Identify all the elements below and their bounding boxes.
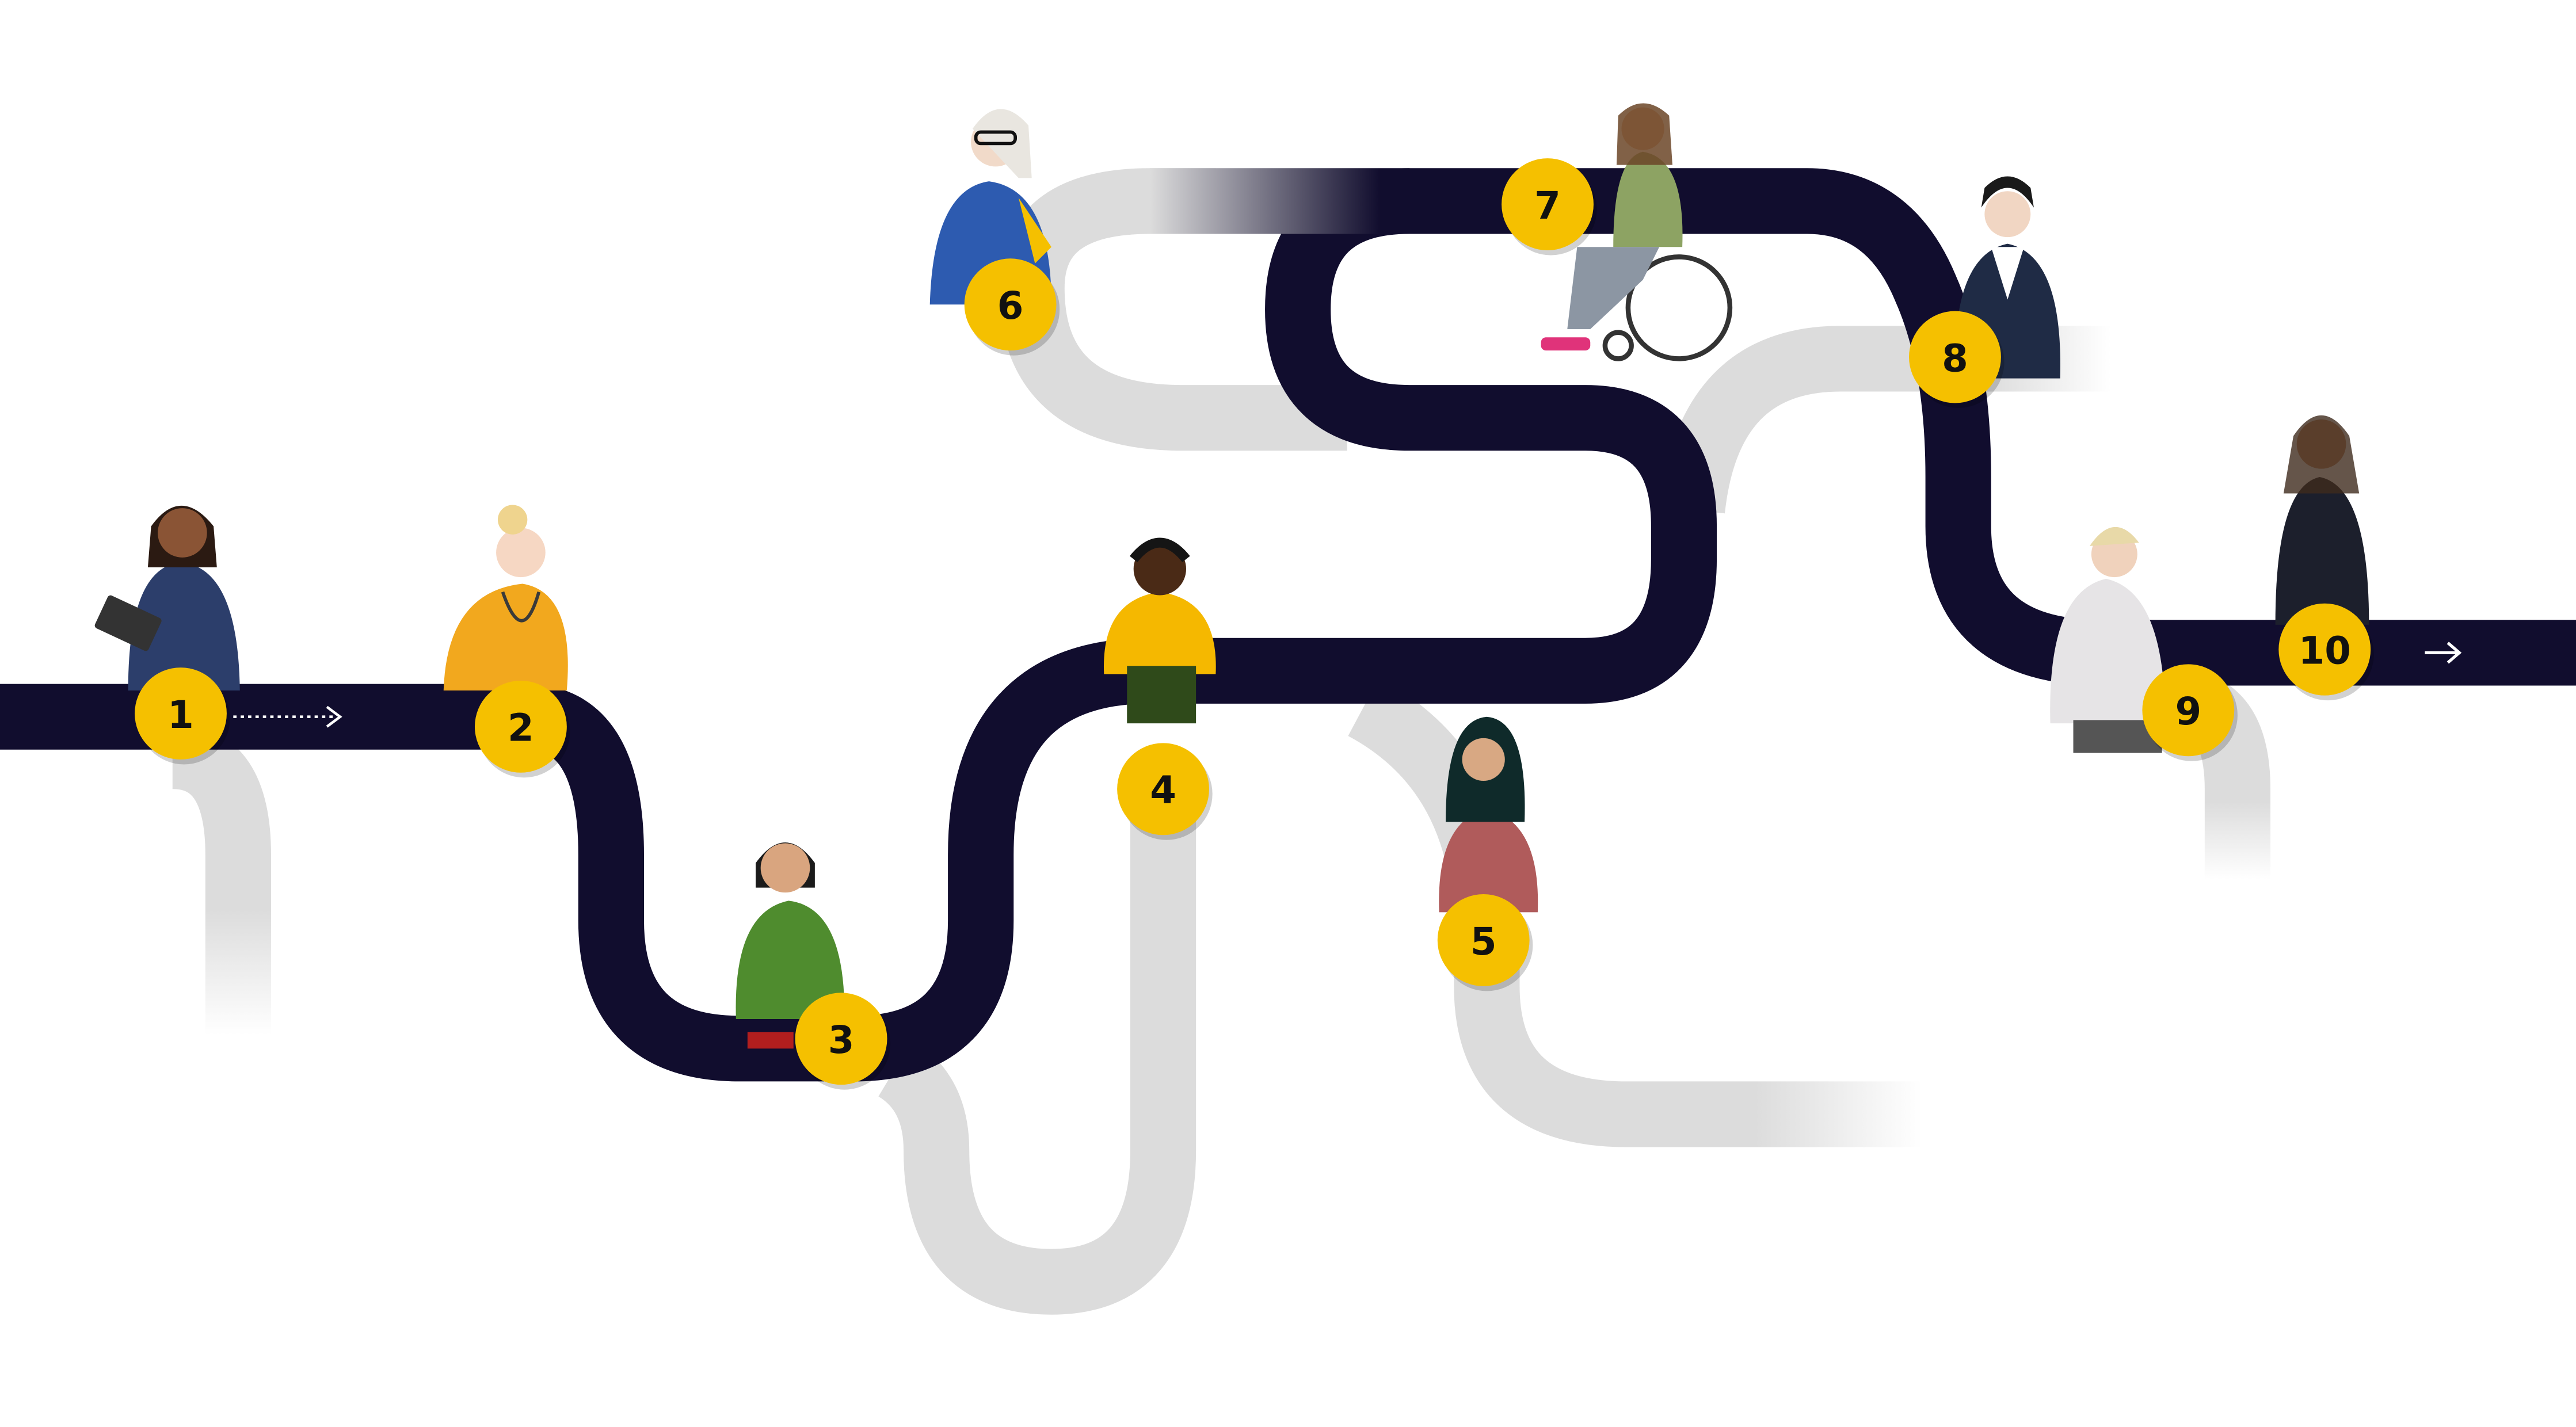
step-number: 10 <box>2299 629 2351 673</box>
step-number: 8 <box>1942 337 1968 380</box>
branch-7-8 <box>1659 326 2112 514</box>
step-marker-7: 7 <box>1502 158 1597 255</box>
step-marker-circle <box>795 993 887 1085</box>
branch-from-3 <box>877 805 1196 1315</box>
step-number: 4 <box>1150 769 1176 812</box>
arrow-right-icon <box>2425 642 2462 664</box>
step-marker-8: 8 <box>1909 311 2005 409</box>
branch-from-1 <box>171 723 272 1036</box>
step-number: 3 <box>828 1018 855 1062</box>
step-marker-2: 2 <box>474 680 570 778</box>
step-marker-1: 1 <box>135 667 230 765</box>
athlete-in-gold-jersey <box>1103 537 1216 724</box>
step-number: 6 <box>997 284 1024 328</box>
person-in-wheelchair <box>1541 103 1733 361</box>
step-marker-9: 9 <box>2142 664 2238 761</box>
main-road <box>0 168 2576 1082</box>
step-markers: 1 2 3 4 5 6 7 8 9 10 <box>135 158 2374 1090</box>
step-marker-circle <box>2278 603 2371 696</box>
step-marker-circle <box>1117 743 1209 835</box>
step-marker-circle <box>2142 664 2235 757</box>
step-number: 1 <box>167 693 194 737</box>
step-number: 7 <box>1534 184 1561 228</box>
step-number: 5 <box>1470 920 1497 964</box>
step-marker-4: 4 <box>1117 743 1213 840</box>
road-segment-start <box>0 168 2576 1082</box>
step-marker-circle <box>1909 311 2001 403</box>
step-marker-circle <box>964 258 1057 351</box>
person-in-black-dress <box>2275 415 2369 625</box>
person-with-stethoscope <box>443 505 568 691</box>
step-marker-10: 10 <box>2278 603 2374 701</box>
person-in-hijab <box>1439 716 1538 913</box>
person-in-hoodie <box>2050 526 2166 753</box>
person-in-green-polo <box>736 842 845 1049</box>
step-marker-6: 6 <box>964 258 1060 356</box>
step-marker-circle <box>1502 158 1594 251</box>
person-with-clipboard <box>94 505 240 691</box>
step-marker-5: 5 <box>1437 894 1533 991</box>
dotted-arrow-right-icon <box>233 705 342 728</box>
step-marker-circle <box>1437 894 1530 986</box>
step-marker-circle <box>135 667 227 760</box>
step-number: 9 <box>2175 690 2201 734</box>
step-number: 2 <box>508 707 534 750</box>
step-marker-3: 3 <box>795 993 891 1090</box>
step-marker-circle <box>474 680 567 773</box>
